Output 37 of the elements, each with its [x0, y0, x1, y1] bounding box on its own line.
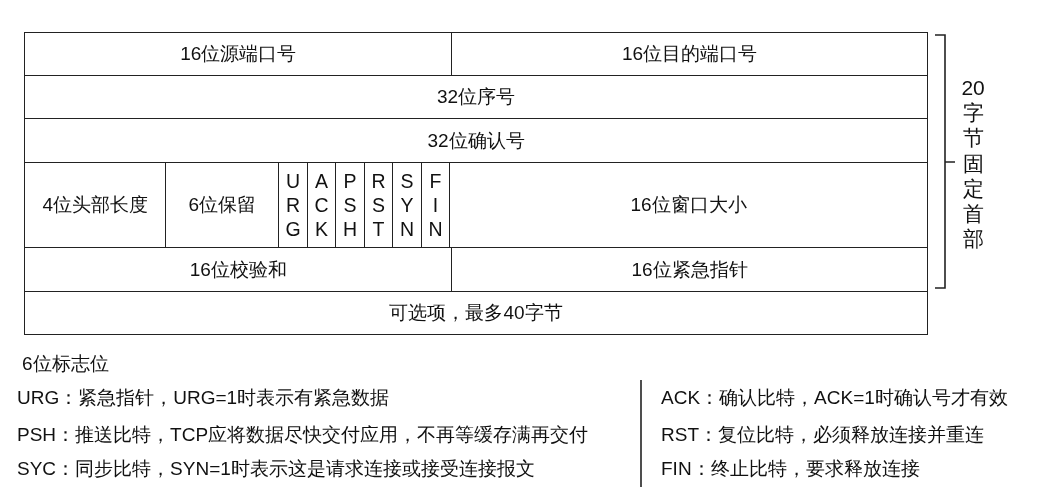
- flag-description: URG：紧急指针，URG=1时表示有紧急数据: [17, 387, 390, 410]
- header-field-cell: [451, 32, 928, 77]
- flag-field-cell: [278, 162, 308, 249]
- flag-description: ACK：确认比特，ACK=1时确认号才有效: [661, 387, 1008, 410]
- flag-field-cell: [392, 162, 422, 249]
- header-size-label: 20字节固定首部: [961, 75, 986, 252]
- flags-heading: 6位标志位: [22, 353, 109, 376]
- field-label: 16位源端口号: [180, 42, 297, 67]
- field-label: 16位紧急指针: [631, 257, 748, 282]
- flag-name: URG: [285, 169, 301, 242]
- field-label: 6位保留: [188, 193, 257, 218]
- flag-name: PSH: [342, 169, 358, 242]
- flag-name: FIN: [428, 169, 443, 242]
- field-label: 16位窗口大小: [630, 193, 747, 218]
- flag-name: SYN: [399, 169, 415, 242]
- flag-description: RST：复位比特，必须释放连接并重连: [661, 424, 984, 447]
- header-field-cell: [24, 162, 167, 249]
- header-field-cell: [449, 162, 928, 249]
- field-label: 16位目的端口号: [621, 42, 758, 67]
- header-field-cell: [24, 291, 928, 335]
- field-label: 32位序号: [436, 85, 516, 110]
- header-field-cell: [24, 118, 928, 164]
- header-field-cell: [24, 247, 453, 293]
- header-field-cell: [24, 32, 453, 77]
- header-field-cell: [24, 75, 928, 120]
- field-label: 16位校验和: [189, 257, 287, 282]
- flag-description: SYC：同步比特，SYN=1时表示这是请求连接或接受连接报文: [17, 458, 535, 481]
- flag-description: FIN：终止比特，要求释放连接: [661, 458, 920, 481]
- header-field-cell: [165, 162, 280, 249]
- field-label: 可选项，最多40字节: [389, 301, 563, 325]
- flag-description: PSH：推送比特，TCP应将数据尽快交付应用，不再等缓存满再交付: [17, 424, 589, 447]
- flag-field-cell: [335, 162, 365, 249]
- field-label: 4位头部长度: [42, 193, 149, 218]
- flag-name: ACK: [314, 169, 329, 242]
- header-field-cell: [451, 247, 928, 293]
- flag-name: RST: [371, 169, 386, 242]
- field-label: 32位确认号: [427, 128, 525, 153]
